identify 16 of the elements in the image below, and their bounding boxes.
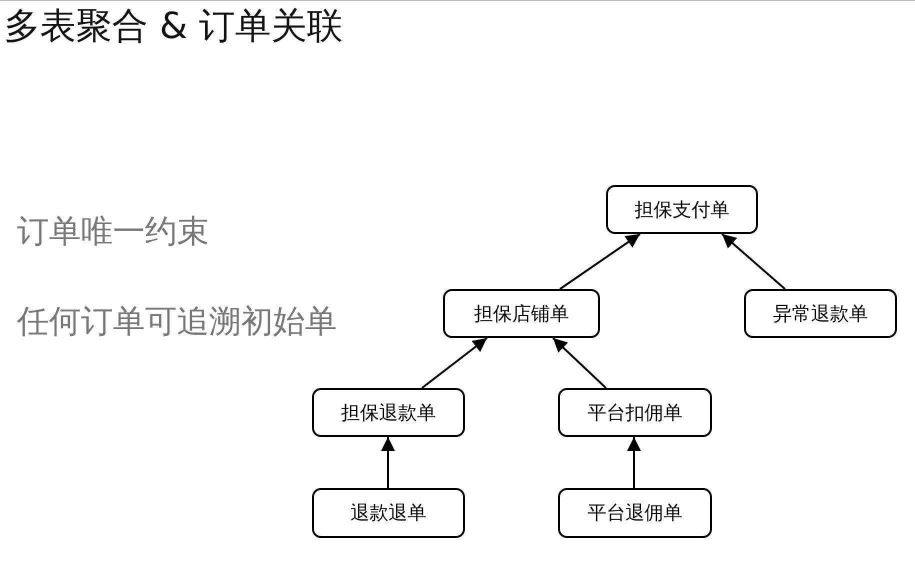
- process-box: 担保店铺单: [443, 289, 600, 338]
- process-box: 担保退款单: [312, 388, 465, 437]
- arrow: [627, 437, 641, 488]
- arrow: [552, 337, 607, 389]
- bullet-text: 任何订单可追溯初始单: [17, 301, 337, 342]
- bullet-text: 订单唯一约束: [17, 211, 209, 252]
- arrow: [559, 233, 641, 290]
- process-box: 异常退款单: [744, 289, 897, 338]
- process-box: 平台退佣单: [558, 488, 712, 538]
- arrow: [721, 233, 786, 290]
- arrow: [421, 337, 488, 389]
- process-box: 平台扣佣单: [558, 388, 712, 437]
- arrow: [381, 437, 395, 488]
- slide-title: 多表聚合 & 订单关联: [4, 5, 343, 49]
- process-box: 担保支付单: [606, 185, 758, 234]
- process-box: 退款退单: [312, 488, 465, 538]
